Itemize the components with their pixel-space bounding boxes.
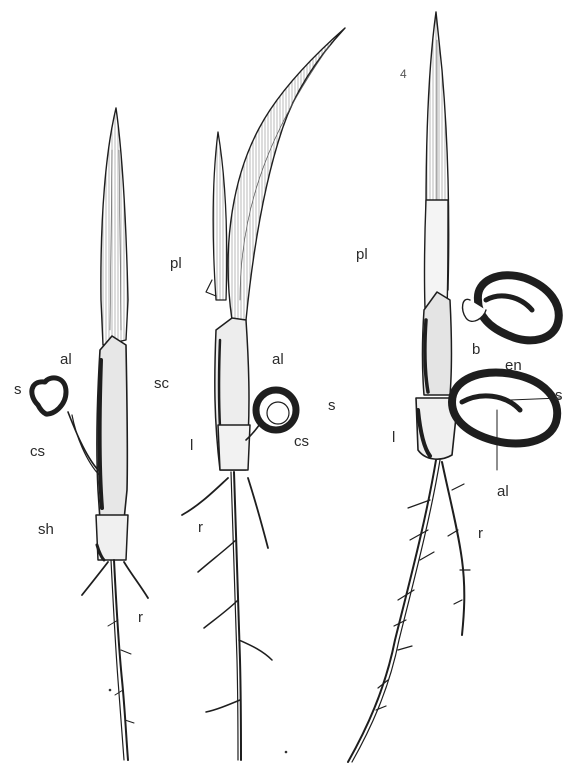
label-pl-seedling-3: pl: [356, 247, 368, 262]
seedling-2-side-root: [248, 478, 268, 548]
seedling-1-side-root: [82, 562, 108, 595]
label-en-seedling-3: en: [505, 358, 522, 373]
label-r-seedling-2: r: [198, 520, 203, 535]
seedling-3-side-root: [442, 462, 464, 635]
label-cs-seedling-1: cs: [30, 444, 45, 459]
seedling-3: [348, 12, 560, 762]
seedling-1-leaf-blade: [101, 108, 128, 345]
seedling-2-narrow-leaf: [213, 132, 227, 300]
seedling-2-side-root: [182, 478, 228, 515]
label-mark-seedling-3: 4: [400, 68, 407, 80]
label-r-seedling-1: r: [138, 610, 143, 625]
label-al-seedling-3: al: [497, 484, 509, 499]
seedling-3-upper-seed: [478, 275, 559, 340]
label-sc-seedling-1: sc: [154, 376, 169, 391]
label-al-seedling-2: al: [272, 352, 284, 367]
label-r-seedling-3: r: [478, 526, 483, 541]
label-s-seedling-3: s: [555, 388, 563, 403]
label-l-seedling-3: l: [392, 430, 395, 445]
seedling-1: [32, 108, 148, 760]
seedling-1-side-root: [124, 562, 148, 598]
label-pl-seedling-1: pl: [170, 256, 182, 271]
label-al-seedling-1: al: [60, 352, 72, 367]
label-s-seedling-2: s: [328, 398, 336, 413]
label-s-seedling-1: s: [14, 382, 22, 397]
seedling-2: [182, 28, 345, 760]
seedling-3-main-root: [348, 460, 436, 762]
label-b-seedling-3: b: [472, 342, 480, 357]
label-cs-seedling-2: cs: [294, 434, 309, 449]
seedling-2-curved-leaf: [228, 28, 345, 320]
seedling-1-cotyledon-stalk: [68, 412, 98, 470]
seedling-1-seed: [32, 378, 66, 414]
label-l-seedling-2: l: [190, 438, 193, 453]
seedling-3-lower-seed: [452, 372, 557, 443]
label-sh-seedling-1: sh: [38, 522, 54, 537]
